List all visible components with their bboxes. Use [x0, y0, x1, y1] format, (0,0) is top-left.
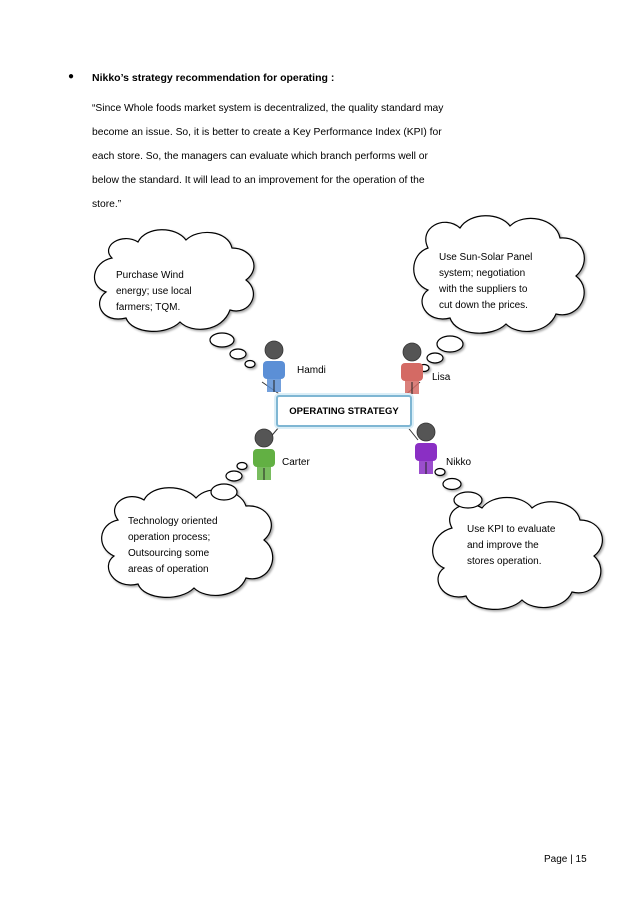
- paragraph-line: below the standard. It will lead to an i…: [92, 175, 425, 186]
- person-name-hamdi: Hamdi: [297, 365, 326, 376]
- person-name-lisa: Lisa: [432, 372, 451, 383]
- thought-bubble: [244, 359, 256, 369]
- center-label: OPERATING STRATEGY: [289, 405, 399, 417]
- thought-cloud-hamdi: [94, 229, 256, 369]
- cloud-line: energy; use local: [116, 286, 192, 297]
- paragraph-line: each store. So, the managers can evaluat…: [92, 151, 428, 162]
- thought-bubble: [453, 491, 483, 509]
- quote-paragraph: “Since Whole foods market system is dece…: [92, 97, 492, 217]
- section-heading: Nikko’s strategy recommendation for oper…: [92, 72, 335, 84]
- paragraph-line: store.”: [92, 199, 122, 210]
- person-carter-icon: [253, 428, 275, 480]
- cloud-text-carter: Technology oriented operation process; O…: [128, 514, 218, 578]
- page-number: Page | 15: [544, 854, 587, 865]
- thought-bubble: [434, 467, 446, 477]
- cloud-line: system; negotiation: [439, 268, 526, 279]
- cloud-line: Purchase Wind: [116, 270, 184, 281]
- cloud-line: Use KPI to evaluate: [467, 524, 556, 535]
- thought-cloud-carter: [101, 461, 274, 598]
- thought-bubble: [426, 352, 444, 364]
- operating-strategy-box: OPERATING STRATEGY: [276, 395, 412, 427]
- cloud-line: operation process;: [128, 532, 211, 543]
- thought-bubble: [442, 477, 462, 491]
- person-lisa-icon: [401, 342, 423, 394]
- thought-bubble: [225, 470, 243, 482]
- cloud-line: Use Sun-Solar Panel: [439, 252, 533, 263]
- person-nikko-icon: [415, 422, 437, 474]
- cloud-line: with the suppliers to: [439, 284, 528, 295]
- thought-bubble: [229, 348, 247, 360]
- person-name-nikko: Nikko: [446, 457, 472, 468]
- paragraph-line: “Since Whole foods market system is dece…: [92, 103, 444, 114]
- cloud-line: and improve the: [467, 540, 539, 551]
- cloud-line: farmers; TQM.: [116, 302, 181, 313]
- thought-bubble: [236, 461, 248, 471]
- cloud-line: stores operation.: [467, 556, 542, 567]
- cloud-text-lisa: Use Sun-Solar Panel system; negotiation …: [439, 250, 532, 314]
- cloud-line: Technology oriented: [128, 516, 218, 527]
- cloud-line: cut down the prices.: [439, 300, 528, 311]
- cloud-line: Outsourcing some: [128, 548, 210, 559]
- thought-bubble: [209, 332, 235, 348]
- person-hamdi-icon: [263, 340, 285, 392]
- person-name-carter: Carter: [282, 457, 310, 468]
- cloud-text-hamdi: Purchase Wind energy; use local farmers;…: [116, 268, 192, 316]
- thought-cloud-nikko: [432, 467, 603, 610]
- thought-bubble: [210, 483, 238, 501]
- thought-cloud-lisa: [413, 215, 585, 373]
- cloud-line: areas of operation: [128, 564, 209, 575]
- bullet-icon: ●: [68, 71, 75, 82]
- thought-bubble: [436, 335, 464, 353]
- cloud-text-nikko: Use KPI to evaluate and improve the stor…: [467, 522, 555, 570]
- paragraph-line: become an issue. So, it is better to cre…: [92, 127, 442, 138]
